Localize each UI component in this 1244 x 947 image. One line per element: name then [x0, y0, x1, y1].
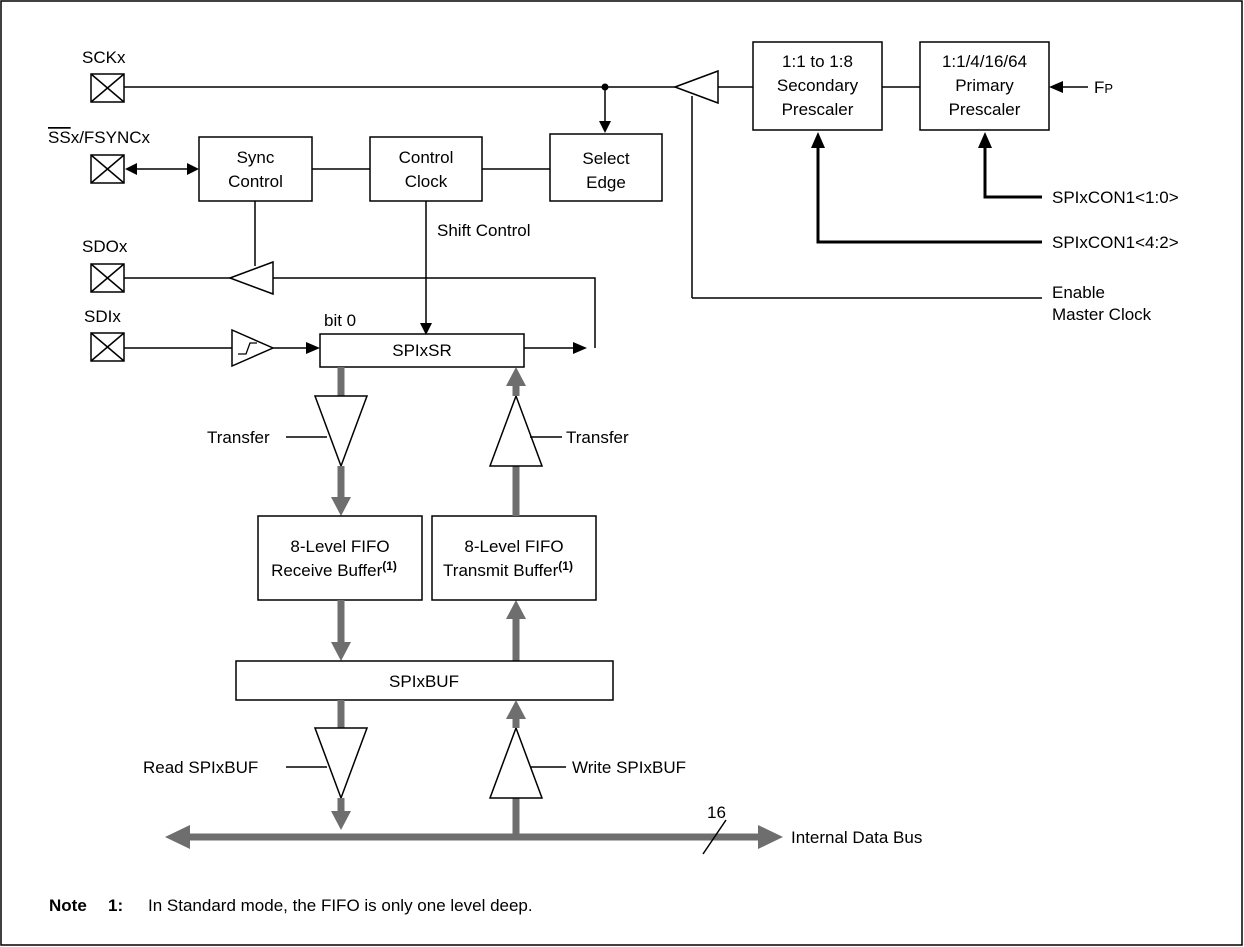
receive-fifo-line2: Receive Buffer(1): [271, 559, 397, 580]
spixcon1-42-arrow: [811, 132, 825, 148]
rx-bus-to-fifo-arrow: [331, 497, 351, 516]
internal-data-bus-label: Internal Data Bus: [791, 828, 922, 847]
spixcon1-10-label: SPIxCON1<1:0>: [1052, 188, 1179, 207]
select-edge-line2: Edge: [586, 173, 626, 192]
primary-prescaler-block: [919, 41, 1050, 131]
sdo-feedback-line: [273, 277, 596, 348]
spixcon1-42-line: [816, 146, 1042, 244]
sdi-to-sr-arrow: [306, 342, 320, 354]
tx-bus-to-sr-arrow: [506, 367, 526, 386]
data-bus-right-arrow: [758, 825, 783, 849]
transmit-fifo-line1: 8-Level FIFO: [464, 537, 563, 556]
sr-to-sdo-arrow: [573, 342, 587, 354]
secondary-prescaler-line2: Secondary: [777, 76, 859, 95]
select-edge-line1: Select: [582, 149, 630, 168]
fp-label: FP: [1094, 78, 1113, 97]
transmit-fifo-note-ref: (1): [558, 559, 573, 573]
spixcon1-10-line: [983, 146, 1042, 199]
sdo-output-buffer: [227, 260, 274, 296]
receive-fifo-text: Receive Buffer: [271, 561, 383, 580]
fp-sub-text: P: [1104, 81, 1113, 96]
sync-control-line2: Control: [228, 172, 283, 191]
tx-transfer-buffer: [488, 393, 544, 467]
bit0-label: bit 0: [324, 311, 356, 330]
sck-to-select-edge-arrow: [599, 121, 611, 133]
spixbuf-block: [235, 660, 614, 701]
primary-prescaler-line3: Prescaler: [949, 100, 1021, 119]
control-clock-line1: Control: [399, 148, 454, 167]
receive-fifo-line1: 8-Level FIFO: [290, 537, 389, 556]
bus-width-label: 16: [707, 803, 726, 822]
read-bus-to-databus-arrow: [331, 811, 351, 830]
sync-control-block: [198, 136, 313, 202]
write-bus-to-buf-arrow: [506, 700, 526, 719]
rx-transfer-buffer: [313, 395, 369, 469]
spixbuf-label: SPIxBUF: [389, 672, 459, 691]
shift-control-label: Shift Control: [437, 221, 531, 240]
fp-input-arrow: [1049, 81, 1063, 93]
primary-prescaler-line1: 1:1/4/16/64: [942, 52, 1027, 71]
tx-transfer-label: Transfer: [566, 428, 629, 447]
secondary-prescaler-line3: Prescaler: [782, 100, 854, 119]
pin-ssx-fsyncx: [90, 154, 125, 184]
pin-sdix-label: SDIx: [84, 307, 121, 326]
pin-ssx-label: SSx/FSYNCx: [48, 128, 151, 147]
pin-sdox: [90, 263, 125, 293]
tx-bus-to-fifo-arrow: [506, 600, 526, 619]
read-spixbuf-label: Read SPIxBUF: [143, 758, 258, 777]
pin-sdox-label: SDOx: [82, 237, 128, 256]
fp-main-text: F: [1094, 78, 1104, 97]
transmit-fifo-block: [431, 515, 597, 601]
rx-bus-to-buf-arrow: [331, 642, 351, 661]
secondary-prescaler-line1: 1:1 to 1:8: [782, 52, 853, 71]
ss-arrow-right: [187, 163, 199, 175]
pin-sckx: [90, 73, 125, 103]
shift-control-arrow: [420, 323, 432, 335]
control-clock-line2: Clock: [405, 172, 448, 191]
note-label: Note: [49, 896, 87, 915]
read-spixbuf-buffer: [313, 727, 369, 801]
transmit-fifo-line2: Transmit Buffer(1): [443, 559, 573, 580]
schmitt-symbol-icon: [238, 342, 257, 355]
enable-label-line2: Master Clock: [1052, 305, 1152, 324]
pin-sckx-label: SCKx: [82, 48, 126, 67]
bus-width-slash: [702, 819, 727, 855]
receive-fifo-block: [257, 515, 423, 601]
secondary-prescaler-block: [752, 41, 883, 131]
sync-control-line1: Sync: [237, 148, 275, 167]
select-edge-block: [549, 133, 663, 202]
ss-rest-text: x/FSYNCx: [71, 128, 151, 147]
note-number: 1:: [108, 896, 123, 915]
sdi-schmitt-buffer: [231, 328, 275, 368]
spixcon1-10-arrow: [978, 132, 992, 148]
transmit-fifo-text: Transmit Buffer: [443, 561, 559, 580]
rx-transfer-label: Transfer: [207, 428, 270, 447]
spixcon1-42-label: SPIxCON1<4:2>: [1052, 233, 1179, 252]
write-spixbuf-label: Write SPIxBUF: [572, 758, 686, 777]
ss-overbar-text: SS: [48, 128, 71, 147]
pin-sdix: [90, 332, 125, 362]
sck-driver-buffer: [672, 69, 719, 105]
enable-label-line1: Enable: [1052, 283, 1105, 302]
primary-prescaler-line2: Primary: [955, 76, 1014, 95]
spixsr-label: SPIxSR: [392, 341, 452, 360]
write-spixbuf-buffer: [488, 725, 544, 799]
receive-fifo-note-ref: (1): [382, 559, 397, 573]
note-text: In Standard mode, the FIFO is only one l…: [148, 896, 533, 915]
ss-arrow-left: [125, 163, 137, 175]
spixsr-block: [319, 333, 525, 368]
control-clock-block: [369, 136, 483, 202]
data-bus-left-arrow: [165, 825, 190, 849]
